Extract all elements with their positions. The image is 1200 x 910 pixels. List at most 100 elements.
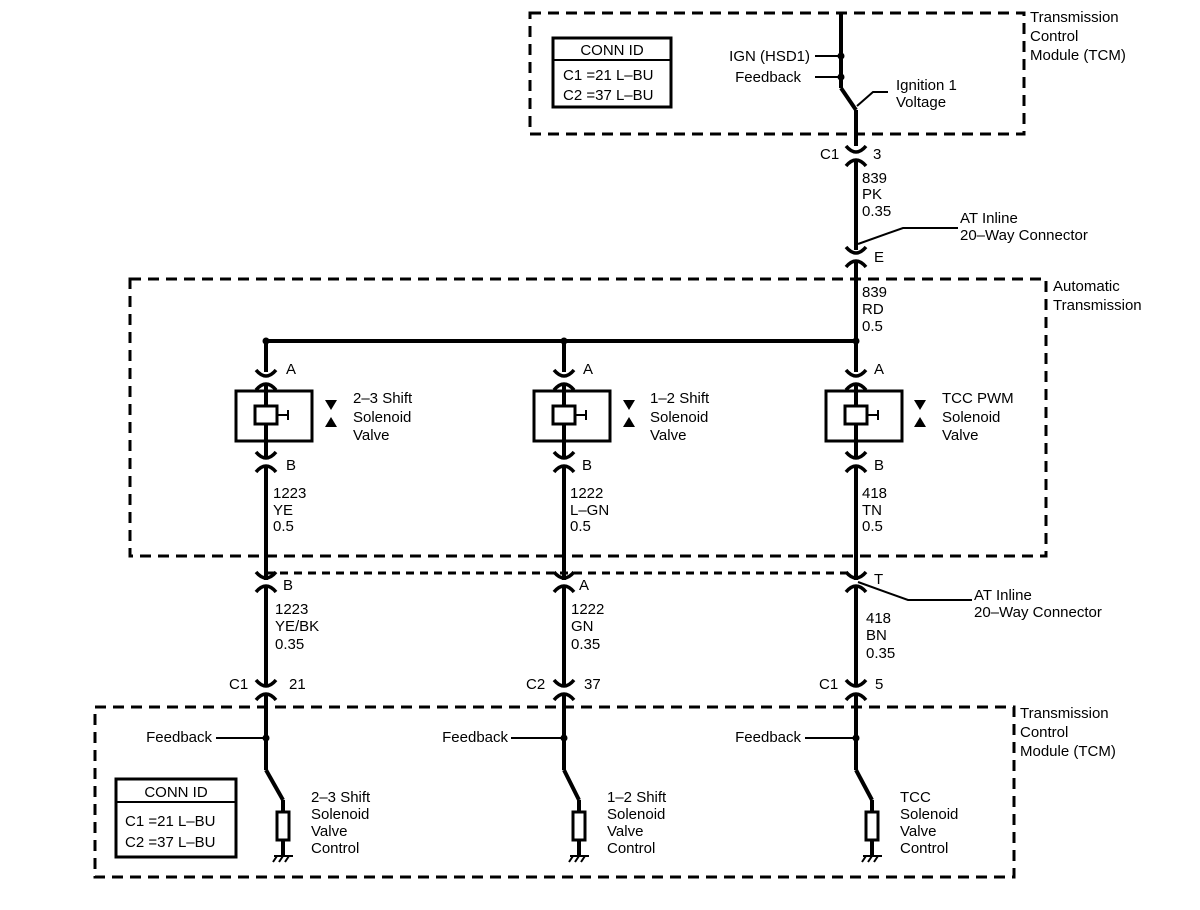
driver-resistor — [864, 810, 880, 842]
conn-id-header: CONN ID — [580, 42, 644, 59]
connector-pin: E — [874, 249, 884, 266]
wire-circuit: 839 — [862, 284, 887, 301]
conn-id-box-top: CONN ID C1 =21 L–BU C2 =37 L–BU — [551, 36, 673, 109]
ignition-label: Voltage — [896, 94, 946, 111]
ground-icon — [568, 855, 589, 863]
tcm-bottom-boundary — [93, 705, 1016, 879]
inline-top-leader — [857, 227, 958, 245]
solenoid-branch-tcc-pwm: A TCC PWM Solenoid Valve B 418 TN 0.5 T … — [735, 341, 1014, 863]
ignition-label: Ignition 1 — [896, 77, 957, 94]
conn-id-row: C1 =21 L–BU — [563, 67, 653, 84]
tcm-bottom-title-line: Control — [1020, 724, 1068, 741]
control-label: 2–3 Shift — [311, 789, 371, 806]
solenoid-name: Valve — [942, 427, 978, 444]
conn-id-row: C2 =37 L–BU — [563, 87, 653, 104]
tcm-connector-pin: 37 — [584, 676, 601, 693]
control-label: Valve — [311, 823, 347, 840]
control-label: Control — [900, 840, 948, 857]
pin-b-connector — [254, 450, 278, 460]
wire-color: PK — [862, 186, 882, 203]
control-label: Valve — [900, 823, 936, 840]
inline-connector — [254, 570, 278, 580]
conn-id-row: C2 =37 L–BU — [125, 834, 215, 851]
control-label: Solenoid — [311, 806, 369, 823]
pin-label: A — [583, 361, 593, 378]
wire-circuit: 1222 — [571, 601, 604, 618]
tcm-top-title-line: Transmission — [1030, 9, 1119, 26]
pin-label: B — [874, 457, 884, 474]
control-label: Valve — [607, 823, 643, 840]
solenoid-name: Solenoid — [942, 409, 1000, 426]
control-label: Control — [607, 840, 655, 857]
driver-resistor — [275, 810, 291, 842]
tcm-connector-pin: 5 — [875, 676, 883, 693]
ground-icon — [272, 855, 293, 863]
tcm-bottom-title-line: Module (TCM) — [1020, 743, 1116, 760]
tcm-top-title-line: Module (TCM) — [1030, 47, 1126, 64]
solenoid-name: Solenoid — [650, 409, 708, 426]
wire-color: RD — [862, 301, 884, 318]
valve-icon — [623, 400, 635, 427]
wire-gauge: 0.5 — [862, 318, 883, 335]
connector-pin: 3 — [873, 146, 881, 163]
ign-switch-wire — [839, 86, 858, 112]
tcm-connector-pin: 21 — [289, 676, 306, 693]
inline-pin: B — [283, 577, 293, 594]
valve-icon — [325, 400, 337, 427]
connector-label: C1 — [820, 146, 839, 163]
pin-label: B — [582, 457, 592, 474]
tcm-connector — [844, 678, 868, 688]
tcm-connector-label: C1 — [229, 676, 248, 693]
solenoid-branch-2-3-shift: A 2–3 Shift Solenoid Valve B 1223 YE 0.5… — [146, 341, 413, 863]
solenoid-branch-1-2-shift: A 1–2 Shift Solenoid Valve B 1222 L–GN 0… — [442, 341, 710, 863]
inline-connector-e: E — [844, 245, 884, 269]
pin-label: A — [286, 361, 296, 378]
inline-connector — [552, 570, 576, 580]
wire-color: GN — [571, 618, 594, 635]
wire-circuit: 1222 — [570, 485, 603, 502]
tcm-connector — [254, 678, 278, 688]
wire-color: BN — [866, 627, 887, 644]
inline-pin: T — [874, 571, 883, 588]
wire-circuit: 1223 — [273, 485, 306, 502]
control-label: Solenoid — [900, 806, 958, 823]
solenoid-name: TCC PWM — [942, 390, 1014, 407]
solenoid-name: 2–3 Shift — [353, 390, 413, 407]
pin-a-connector — [552, 368, 576, 378]
solenoid-name: Solenoid — [353, 409, 411, 426]
wire-gauge: 0.35 — [862, 203, 891, 220]
wire-gauge: 0.5 — [273, 518, 294, 535]
wire-color: TN — [862, 502, 882, 519]
wire-circuit: 418 — [866, 610, 891, 627]
wire-gauge: 0.35 — [866, 645, 895, 662]
inline-connector — [844, 570, 868, 580]
wire-circuit: 839 — [862, 170, 887, 187]
ground-icon — [861, 855, 882, 863]
solenoid-name: Valve — [353, 427, 389, 444]
control-label: 1–2 Shift — [607, 789, 667, 806]
wire-circuit: 1223 — [275, 601, 308, 618]
inline-bottom-label: AT Inline — [974, 587, 1032, 604]
pin-b-connector — [552, 450, 576, 460]
c1-pin3-connector: C1 3 — [820, 144, 881, 168]
conn-id-header: CONN ID — [144, 784, 208, 801]
tcm-bottom-title-line: Transmission — [1020, 705, 1109, 722]
feedback-label: Feedback — [735, 729, 801, 746]
tcm-connector-label: C1 — [819, 676, 838, 693]
driver-resistor — [571, 810, 587, 842]
control-label: Control — [311, 840, 359, 857]
conn-id-box-bottom: CONN ID C1 =21 L–BU C2 =37 L–BU — [114, 777, 238, 859]
conn-id-row: C1 =21 L–BU — [125, 813, 215, 830]
auto-trans-title: Automatic — [1053, 278, 1120, 295]
pin-label: A — [874, 361, 884, 378]
solenoid-coil — [253, 404, 279, 426]
control-label: TCC — [900, 789, 931, 806]
pin-a-connector — [844, 368, 868, 378]
feedback-node — [837, 73, 845, 81]
pin-b-connector — [844, 450, 868, 460]
wire-gauge: 0.5 — [570, 518, 591, 535]
wire-gauge: 0.35 — [571, 636, 600, 653]
auto-trans-boundary — [128, 277, 1048, 558]
inline-pin: A — [579, 577, 589, 594]
control-label: Solenoid — [607, 806, 665, 823]
